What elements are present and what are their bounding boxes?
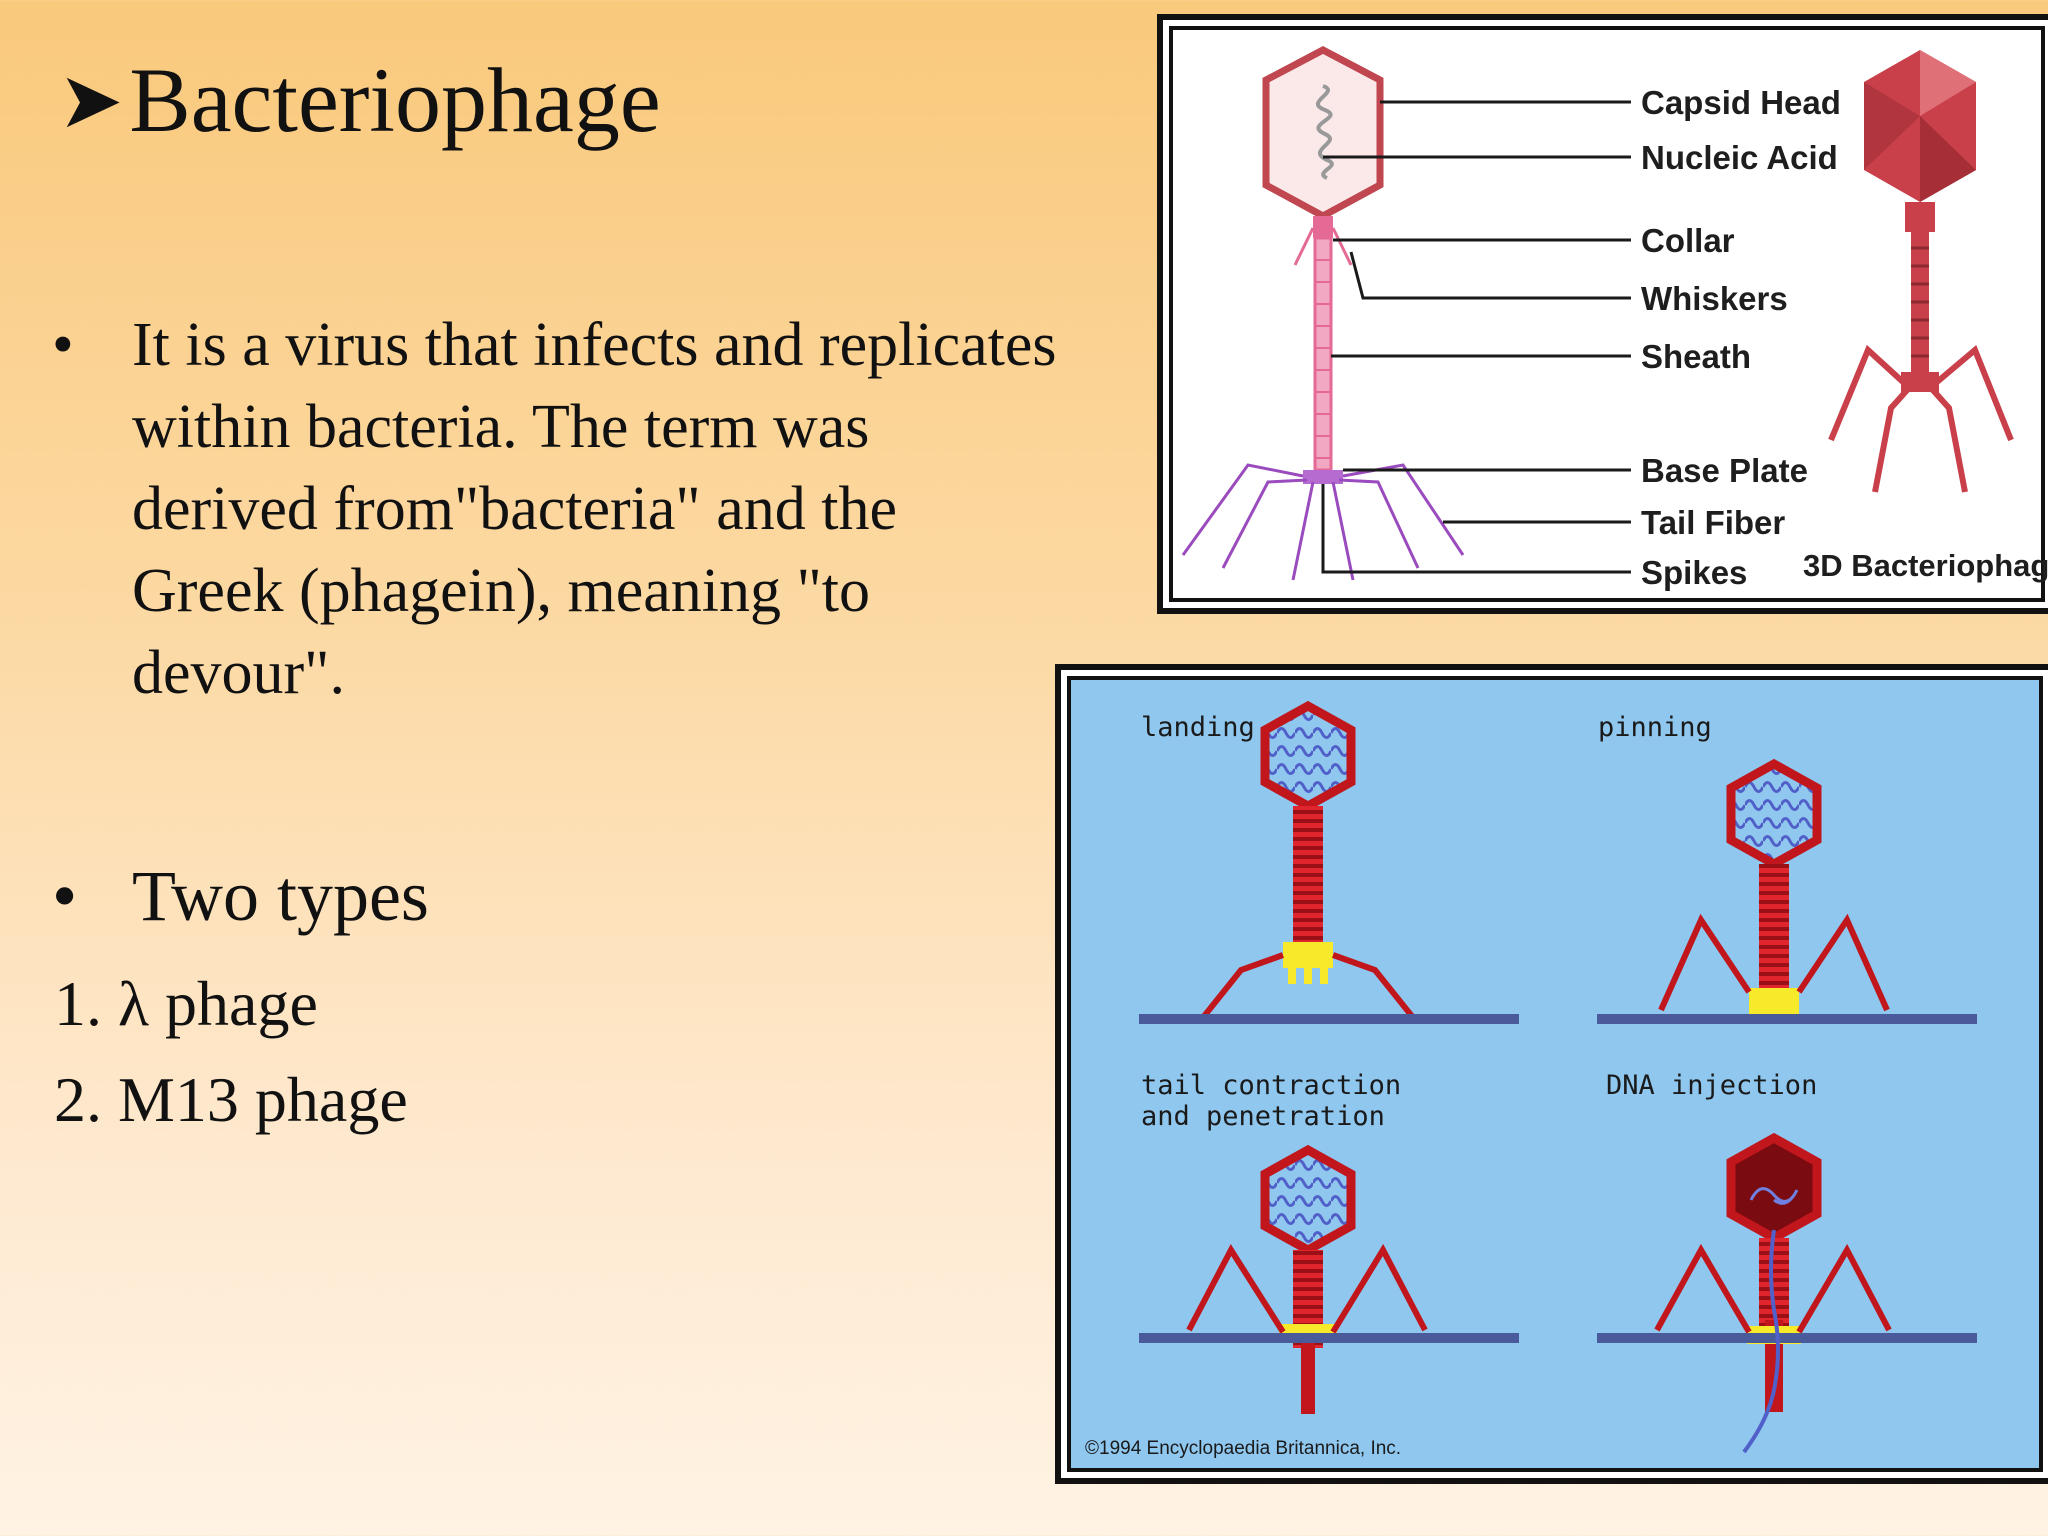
cell-membrane bbox=[1597, 1333, 1977, 1343]
stage-label-landing: landing bbox=[1141, 712, 1255, 743]
stage-dna-injection: DNA injection bbox=[1597, 1070, 1977, 1454]
bullet-dot-icon: • bbox=[52, 856, 78, 936]
slide-title: ➤Bacteriophage bbox=[58, 48, 661, 154]
label-nucleic-acid: Nucleic Acid bbox=[1641, 139, 1838, 176]
infection-diagram-frame: landing pinning tail contraction and pen… bbox=[1055, 664, 2048, 1484]
label-whiskers: Whiskers bbox=[1641, 280, 1788, 317]
list-item-lambda: 1. λ phage bbox=[54, 968, 318, 1039]
stage-label-pinning: pinning bbox=[1598, 712, 1712, 743]
stage-tail-contraction: tail contraction and penetration bbox=[1139, 1070, 1519, 1414]
anatomy-diagram-frame: Capsid Head Nucleic Acid Collar Whiskers… bbox=[1157, 14, 2048, 614]
phage-2d-drawing bbox=[1181, 46, 1465, 581]
bullet-types-text: Two types bbox=[132, 856, 429, 936]
anatomy-diagram: Capsid Head Nucleic Acid Collar Whiskers… bbox=[1181, 46, 2048, 591]
cell-membrane bbox=[1139, 1333, 1519, 1343]
bullet-definition: • It is a virus that infects and replica… bbox=[52, 304, 1062, 714]
label-3d-bacteriophage: 3D Bacteriophage bbox=[1803, 548, 2048, 583]
label-capsid-head: Capsid Head bbox=[1641, 84, 1841, 121]
nucleic-acid-shape bbox=[1316, 84, 1334, 180]
leader-lines bbox=[1321, 100, 1631, 574]
slide-title-text: Bacteriophage bbox=[129, 49, 661, 151]
infection-diagram: landing pinning tail contraction and pen… bbox=[1085, 700, 1977, 1459]
stage-label-tail-contraction: tail contraction bbox=[1141, 1070, 1401, 1101]
base-plate-shape bbox=[1303, 470, 1343, 484]
model-collar-shape bbox=[1905, 202, 1935, 232]
stage-label-dna-injection: DNA injection bbox=[1606, 1070, 1817, 1101]
model-tail-fibers bbox=[1828, 344, 2014, 493]
label-tail-fiber: Tail Fiber bbox=[1641, 504, 1785, 541]
tail-fibers-shape bbox=[1181, 463, 1465, 581]
bullet-definition-text: It is a virus that infects and replicate… bbox=[132, 311, 1057, 707]
phage-3d-model bbox=[1828, 50, 2014, 493]
label-base-plate: Base Plate bbox=[1641, 452, 1808, 489]
label-sheath: Sheath bbox=[1641, 338, 1751, 375]
arrow-bullet-icon: ➤ bbox=[58, 57, 124, 144]
label-collar: Collar bbox=[1641, 222, 1735, 259]
copyright-credit: ©1994 Encyclopaedia Britannica, Inc. bbox=[1085, 1438, 1401, 1459]
cell-membrane bbox=[1139, 1014, 1519, 1024]
stage-landing: landing bbox=[1139, 700, 1519, 1024]
list-item-m13: 2. M13 phage bbox=[54, 1064, 408, 1135]
stage-label-penetration: and penetration bbox=[1141, 1101, 1385, 1132]
stage-pinning: pinning bbox=[1597, 712, 1977, 1024]
injected-dna bbox=[1742, 1229, 1780, 1454]
cell-membrane bbox=[1597, 1014, 1977, 1024]
bullet-dot-icon: • bbox=[52, 311, 74, 379]
collar-shape bbox=[1313, 216, 1333, 238]
label-spikes: Spikes bbox=[1641, 554, 1747, 591]
bullet-types: • Two types bbox=[52, 850, 752, 942]
